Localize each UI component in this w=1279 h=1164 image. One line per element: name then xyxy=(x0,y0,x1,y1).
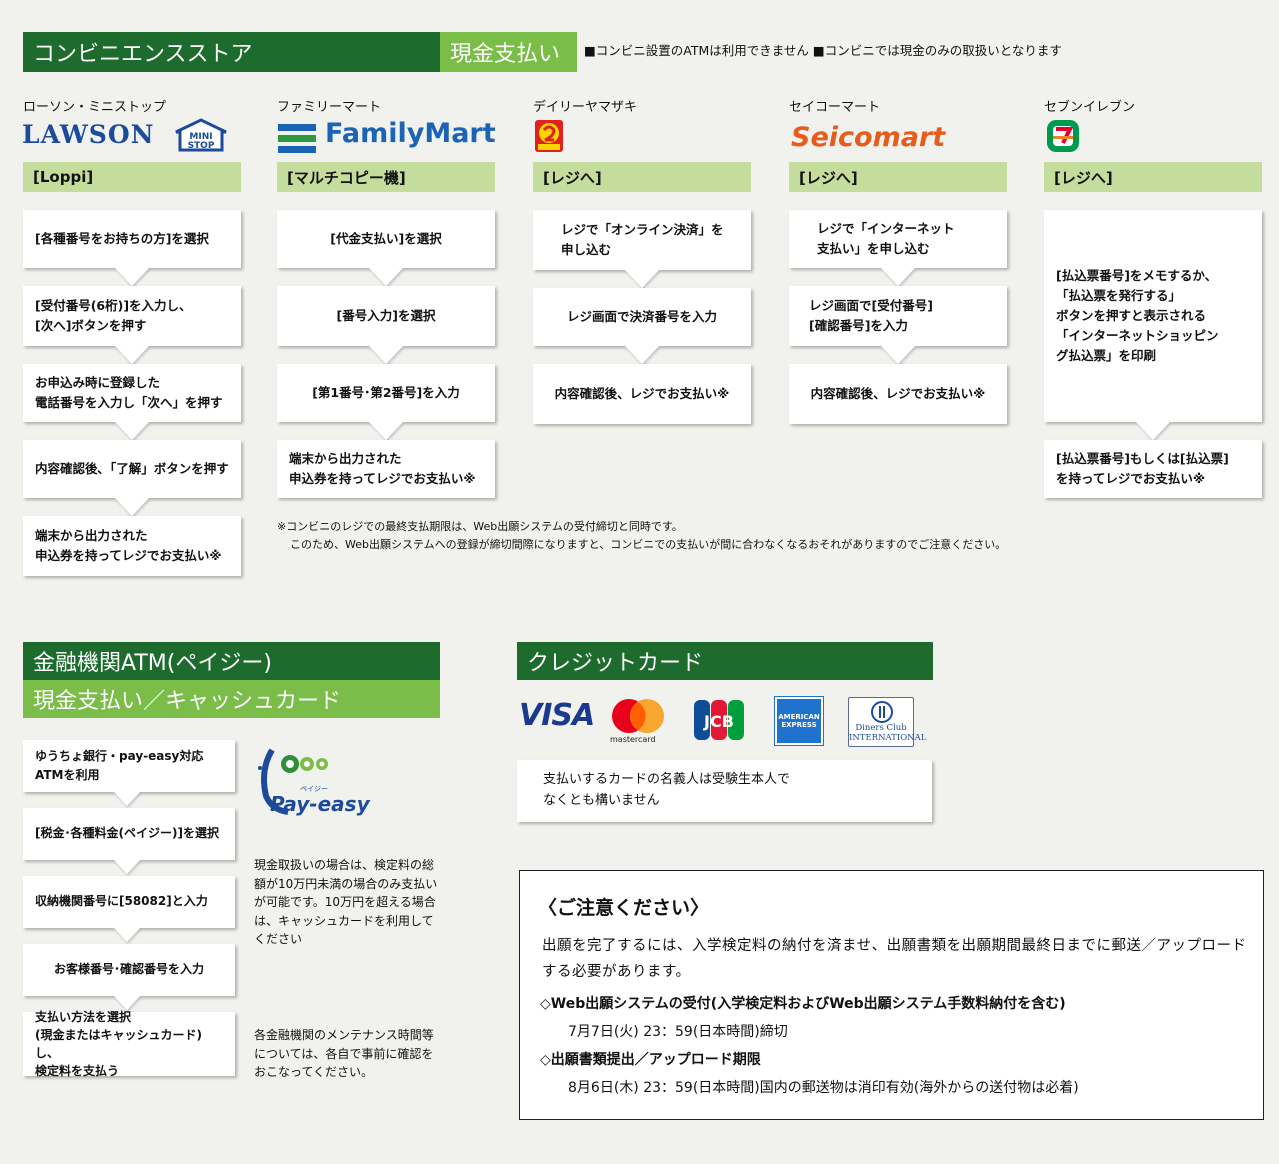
cvs-footnote-2: このため、Web出願システムへの登録が締切間際になりますと、コンビニでの支払いが… xyxy=(290,538,1007,551)
atm-step-3: 収納機関番号に[58082]と入力 xyxy=(23,876,235,928)
credit-header: クレジットカード xyxy=(517,642,933,680)
caution-item1-text: 7月7日(火) 23：59(日本時間)締切 xyxy=(568,1024,788,1040)
familymart-stripes-icon xyxy=(278,124,316,153)
arrow-down-icon xyxy=(115,268,149,286)
dailyyamazaki-step-1: レジで「オンライン決済」を 申し込む xyxy=(533,210,751,270)
seveneleven-step-2: [払込票番号]もしくは[払込票] を持ってレジでお支払い※ xyxy=(1044,440,1262,498)
diners-logo: Diners Club INTERNATIONAL xyxy=(848,697,927,747)
svg-text:STOP: STOP xyxy=(188,141,215,151)
mastercard-logo xyxy=(607,696,669,744)
svg-text:MINI: MINI xyxy=(189,132,212,142)
seicomart-step-3: 内容確認後、レジでお支払い※ xyxy=(789,364,1007,424)
visa-logo: VISA xyxy=(519,698,595,733)
store-name-seveneleven: セブンイレブン xyxy=(1044,100,1136,115)
atm-step-1: ゆうちょ銀行・pay-easy対応 ATMを利用 xyxy=(23,740,235,792)
lawson-logo: LAWSON xyxy=(22,120,155,149)
atm-note-cash-limit: 現金取扱いの場合は、検定料の総額が10万円未満の場合のみ支払いが可能です。10万… xyxy=(254,858,438,947)
ministop-logo: MINI STOP xyxy=(172,118,230,152)
seicomart-step-2: レジ画面で[受付番号] [確認番号]を入力 xyxy=(789,286,1007,346)
dailyyamazaki-step-2: レジ画面で決済番号を入力 xyxy=(533,288,751,346)
seveneleven-step-1: [払込票番号]をメモするか、 「払込票を発行する」 ボタンを押すと表示される 「… xyxy=(1044,210,1262,422)
amex-logo: AMERICAN EXPRESS xyxy=(774,696,824,746)
method-multicopy: [マルチコピー機] xyxy=(277,162,495,192)
arrow-down-icon xyxy=(369,422,403,440)
arrow-down-icon xyxy=(114,928,140,942)
arrow-down-icon xyxy=(115,346,149,364)
method-register-seicomart: [レジへ] xyxy=(789,162,1007,192)
cash-payment-label: 現金支払い xyxy=(440,32,577,72)
store-name-familymart: ファミリーマート xyxy=(277,100,382,115)
svg-text:JCB: JCB xyxy=(703,712,734,731)
caution-item2-title: ◇出願書類提出／アップロード期限 xyxy=(540,1052,761,1068)
seicomart-logo: Seicomart xyxy=(791,122,946,153)
method-register-seveneleven: [レジへ] xyxy=(1044,162,1262,192)
lawson-step-2: [受付番号(6桁)]を入力し、 [次へ]ボタンを押す xyxy=(23,286,241,346)
lawson-step-4: 内容確認後､「了解」ボタンを押す xyxy=(23,440,241,498)
arrow-down-icon xyxy=(1136,422,1170,440)
arrow-down-icon xyxy=(115,498,149,516)
familymart-step-4: 端末から出力された 申込券を持ってレジでお支払い※ xyxy=(277,440,495,498)
store-name-seicomart: セイコーマート xyxy=(789,100,881,115)
caution-item2-text: 8月6日(木) 23：59(日本時間)国内の郵送物は消印有効(海外からの送付物は… xyxy=(568,1080,1079,1096)
payeasy-ruby: ペイジー xyxy=(300,785,328,793)
atm-header: 金融機関ATM(ペイジー) xyxy=(23,642,440,680)
familymart-step-2: [番号入力]を選択 xyxy=(277,286,495,346)
arrow-down-icon xyxy=(114,792,140,806)
seicomart-step-1: レジで「インターネット 支払い」を申し込む xyxy=(789,210,1007,268)
arrow-down-icon xyxy=(369,268,403,286)
atm-step-4: お客様番号･確認番号を入力 xyxy=(23,944,235,996)
payeasy-logo-text: Pay-easy xyxy=(270,792,370,816)
atm-sub-header: 現金支払い／キャッシュカード xyxy=(23,680,440,718)
cvs-header: コンビニエンスストア xyxy=(23,32,440,72)
caution-box: 〈ご注意ください〉 出願を完了するには、入学検定料の納付を済ませ、出願書類を出願… xyxy=(519,870,1264,1120)
lawson-step-1: [各種番号をお持ちの方]を選択 xyxy=(23,210,241,268)
jcb-logo: JCB xyxy=(694,700,744,740)
arrow-down-icon xyxy=(881,346,915,364)
arrow-down-icon xyxy=(114,996,140,1010)
seveneleven-logo xyxy=(1046,119,1080,153)
atm-step-2: [税金･各種料金(ペイジー)]を選択 xyxy=(23,808,235,860)
caution-item1-title: ◇Web出願システムの受付(入学検定料およびWeb出願システム手数料納付を含む) xyxy=(540,996,1066,1012)
atm-step-5: 支払い方法を選択 (現金またはキャッシュカード)し、 検定料を支払う xyxy=(23,1010,235,1078)
familymart-step-1: [代金支払い]を選択 xyxy=(277,210,495,268)
arrow-down-icon xyxy=(115,422,149,440)
caution-title: 〈ご注意ください〉 xyxy=(538,897,710,919)
mastercard-text: mastercard xyxy=(610,735,656,744)
dailyyamazaki-step-3: 内容確認後、レジでお支払い※ xyxy=(533,364,751,424)
atm-note-maintenance: 各金融機関のメンテナンス時間等については、各自で事前に確認をおこなってください。 xyxy=(254,1028,434,1080)
diners-text: Diners Club INTERNATIONAL xyxy=(849,723,927,743)
lawson-step-3: お申込み時に登録した 電話番号を入力し「次へ」を押す xyxy=(23,364,241,422)
familymart-step-3: [第1番号･第2番号]を入力 xyxy=(277,364,495,422)
caution-body: 出願を完了するには、入学検定料の納付を済ませ、出願書類を出願期間最終日までに郵送… xyxy=(542,938,1247,981)
cvs-footnote-1: ※コンビニのレジでの最終支払期限は、Web出願システムの受付締切と同時です。 xyxy=(277,520,683,533)
store-name-dailyyamazaki: デイリーヤマザキ xyxy=(533,100,638,115)
arrow-down-icon xyxy=(369,346,403,364)
payeasy-logo xyxy=(252,740,352,816)
dailyyamazaki-logo xyxy=(535,120,563,152)
store-name-lawson: ローソン・ミニストップ xyxy=(23,100,167,115)
method-loppi: [Loppi] xyxy=(23,162,241,192)
arrow-down-icon xyxy=(114,860,140,874)
familymart-logo: FamilyMart xyxy=(325,118,496,149)
lawson-step-5: 端末から出力された 申込券を持ってレジでお支払い※ xyxy=(23,516,241,576)
credit-note: 支払いするカードの名義人は受験生本人で なくとも構いません xyxy=(517,760,932,822)
method-register-dailyyamazaki: [レジへ] xyxy=(533,162,751,192)
arrow-down-icon xyxy=(625,346,659,364)
arrow-down-icon xyxy=(625,270,659,288)
cvs-notice: ■コンビニ設置のATMは利用できません ■コンビニでは現金のみの取扱いとなります xyxy=(584,43,1062,58)
arrow-down-icon xyxy=(881,268,915,286)
